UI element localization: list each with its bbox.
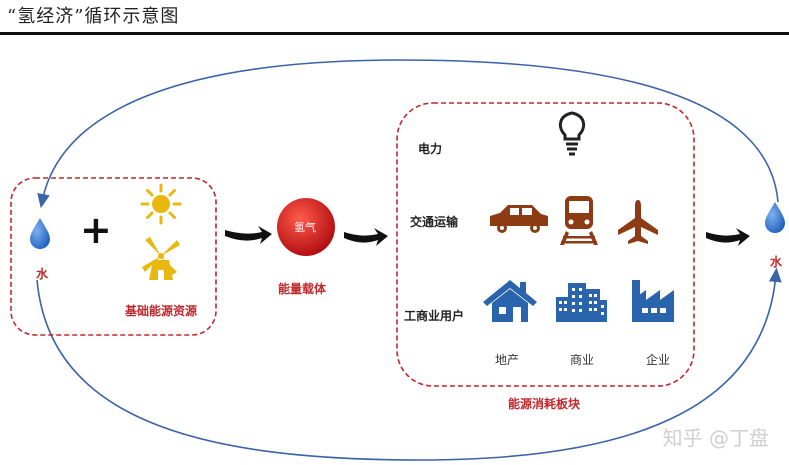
water-drop-icon <box>765 202 785 233</box>
water-label-right: 水 <box>770 255 783 269</box>
flow-arrow-2 <box>344 228 388 246</box>
train-icon <box>560 196 598 245</box>
hydrogen-ball-label: 氢气 <box>294 221 316 234</box>
car-icon <box>490 205 548 233</box>
title-rule <box>0 32 789 35</box>
basic-resources-label: 基础能源资源 <box>125 304 198 318</box>
flow-arrow-3 <box>706 228 750 246</box>
house-icon <box>483 280 537 322</box>
water-label-left: 水 <box>36 267 49 281</box>
page-title: “氢经济”循环示意图 <box>7 6 180 27</box>
flow-arrow-1 <box>225 226 272 244</box>
factory-icon <box>632 280 674 322</box>
sector-enterprise-label: 企业 <box>646 353 671 367</box>
water-drop-icon <box>30 218 50 249</box>
electricity-label: 电力 <box>418 142 443 156</box>
consumption-sector-label: 能源消耗板块 <box>508 397 581 411</box>
energy-carrier-label: 能量载体 <box>278 282 327 296</box>
resources-box <box>10 177 217 336</box>
cycle-arrow-top <box>37 59 779 209</box>
cycle-arrow-bottom <box>36 267 782 461</box>
airplane-icon <box>618 200 658 244</box>
industry-users-label: 工商业用户 <box>404 309 465 323</box>
sector-realestate-label: 地产 <box>495 353 520 367</box>
sun-icon <box>140 183 182 225</box>
windmill-icon <box>142 237 180 280</box>
consumption-box <box>396 102 695 387</box>
transport-label: 交通运输 <box>410 215 459 229</box>
plus-sign: + <box>80 208 112 252</box>
hydrogen-ball-icon <box>277 198 335 256</box>
watermark: 知乎 @丁盘 <box>662 426 769 450</box>
lightbulb-icon <box>558 111 586 156</box>
sector-commerce-label: 商业 <box>570 353 595 367</box>
office-buildings-icon <box>556 283 607 322</box>
